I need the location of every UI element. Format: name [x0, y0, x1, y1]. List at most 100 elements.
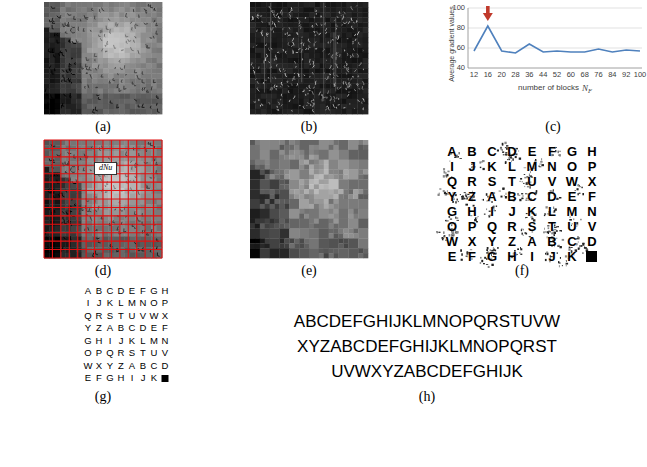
image-pixel — [71, 63, 77, 68]
edge-speck — [277, 106, 278, 108]
image-pixel — [76, 140, 82, 146]
edge-line — [333, 32, 334, 87]
image-pixel — [108, 99, 114, 104]
image-pixel — [157, 94, 163, 99]
image-pixel — [320, 63, 326, 68]
glyph-speck — [83, 168, 85, 171]
image-pixel — [44, 94, 50, 99]
image-pixel — [55, 151, 61, 157]
glyph-speck — [114, 185, 117, 189]
image-pixel — [314, 73, 320, 78]
edge-speck — [312, 72, 313, 74]
image-pixel — [320, 83, 326, 88]
image-pixel — [304, 94, 310, 99]
edge-speck — [338, 36, 340, 39]
image-pixel — [60, 38, 66, 43]
image-pixel — [288, 48, 294, 53]
grid-line — [468, 48, 642, 49]
glyph-speck — [63, 24, 65, 27]
image-pixel — [65, 12, 71, 17]
glyph-speck — [132, 82, 134, 84]
image-pixel — [44, 220, 50, 226]
image-pixel — [157, 83, 163, 88]
image-pixel — [320, 89, 326, 94]
image-pixel — [71, 53, 77, 58]
image-pixel — [157, 27, 163, 32]
image-pixel — [298, 33, 304, 38]
image-pixel — [55, 73, 61, 78]
image-pixel — [157, 2, 163, 7]
image-pixel — [130, 12, 136, 17]
image-pixel — [347, 43, 353, 48]
image-pixel — [60, 7, 66, 12]
image-pixel — [282, 7, 288, 12]
edge-speck — [307, 93, 308, 95]
image-pixel — [314, 2, 320, 7]
image-pixel — [92, 53, 98, 58]
edge-speck — [254, 101, 256, 102]
edge-speck — [357, 83, 359, 85]
edge-speck — [326, 106, 328, 107]
edge-speck — [274, 59, 276, 61]
image-pixel — [277, 38, 283, 43]
image-pixel — [146, 151, 152, 157]
image-pixel — [336, 7, 342, 12]
glyph-speck — [69, 64, 71, 67]
image-pixel — [357, 12, 363, 17]
image-pixel — [261, 38, 267, 43]
glyph-speck — [72, 58, 73, 60]
image-pixel — [271, 94, 277, 99]
edge-speck — [313, 109, 314, 112]
image-pixel — [108, 89, 114, 94]
edge-speck — [272, 21, 274, 25]
image-pixel — [87, 78, 93, 83]
image-pixel — [98, 7, 104, 12]
glyph-speck — [62, 70, 64, 72]
edge-speck — [325, 6, 326, 8]
image-pixel — [293, 48, 299, 53]
image-pixel — [108, 94, 114, 99]
edge-speck — [251, 62, 252, 65]
image-pixel — [288, 22, 294, 27]
image-pixel — [55, 167, 61, 173]
image-pixel — [141, 43, 147, 48]
glyph-speck — [56, 33, 57, 35]
image-pixel — [82, 99, 88, 104]
image-pixel — [55, 140, 61, 146]
image-pixel — [277, 73, 283, 78]
image-pixel — [141, 17, 147, 22]
image-pixel — [98, 73, 104, 78]
image-pixel — [304, 99, 310, 104]
image-pixel — [151, 109, 157, 114]
image-pixel — [282, 2, 288, 7]
image-pixel — [357, 104, 363, 109]
image-pixel — [255, 94, 261, 99]
image-pixel — [65, 199, 71, 205]
image-pixel — [266, 43, 272, 48]
image-pixel — [103, 183, 109, 189]
glyph-speck — [126, 41, 127, 44]
image-pixel — [336, 99, 342, 104]
edge-speck — [354, 107, 356, 109]
edge-speck — [315, 10, 316, 12]
image-pixel — [65, 109, 71, 114]
image-pixel — [298, 68, 304, 73]
glyph-speck — [68, 13, 72, 15]
image-pixel — [146, 242, 152, 248]
edge-speck — [328, 42, 329, 44]
edge-speck — [277, 52, 278, 53]
edge-speck — [280, 10, 282, 14]
image-pixel — [314, 68, 320, 73]
image-pixel — [261, 17, 267, 22]
image-pixel — [87, 109, 93, 114]
image-pixel — [44, 89, 50, 94]
image-pixel — [250, 94, 256, 99]
image-pixel — [352, 89, 358, 94]
edge-speck — [339, 11, 340, 13]
glyph-speck — [62, 75, 64, 78]
glyph-speck — [52, 18, 54, 22]
image-pixel — [271, 17, 277, 22]
image-pixel — [124, 7, 130, 12]
edge-speck — [278, 52, 279, 53]
image-pixel — [87, 161, 93, 167]
